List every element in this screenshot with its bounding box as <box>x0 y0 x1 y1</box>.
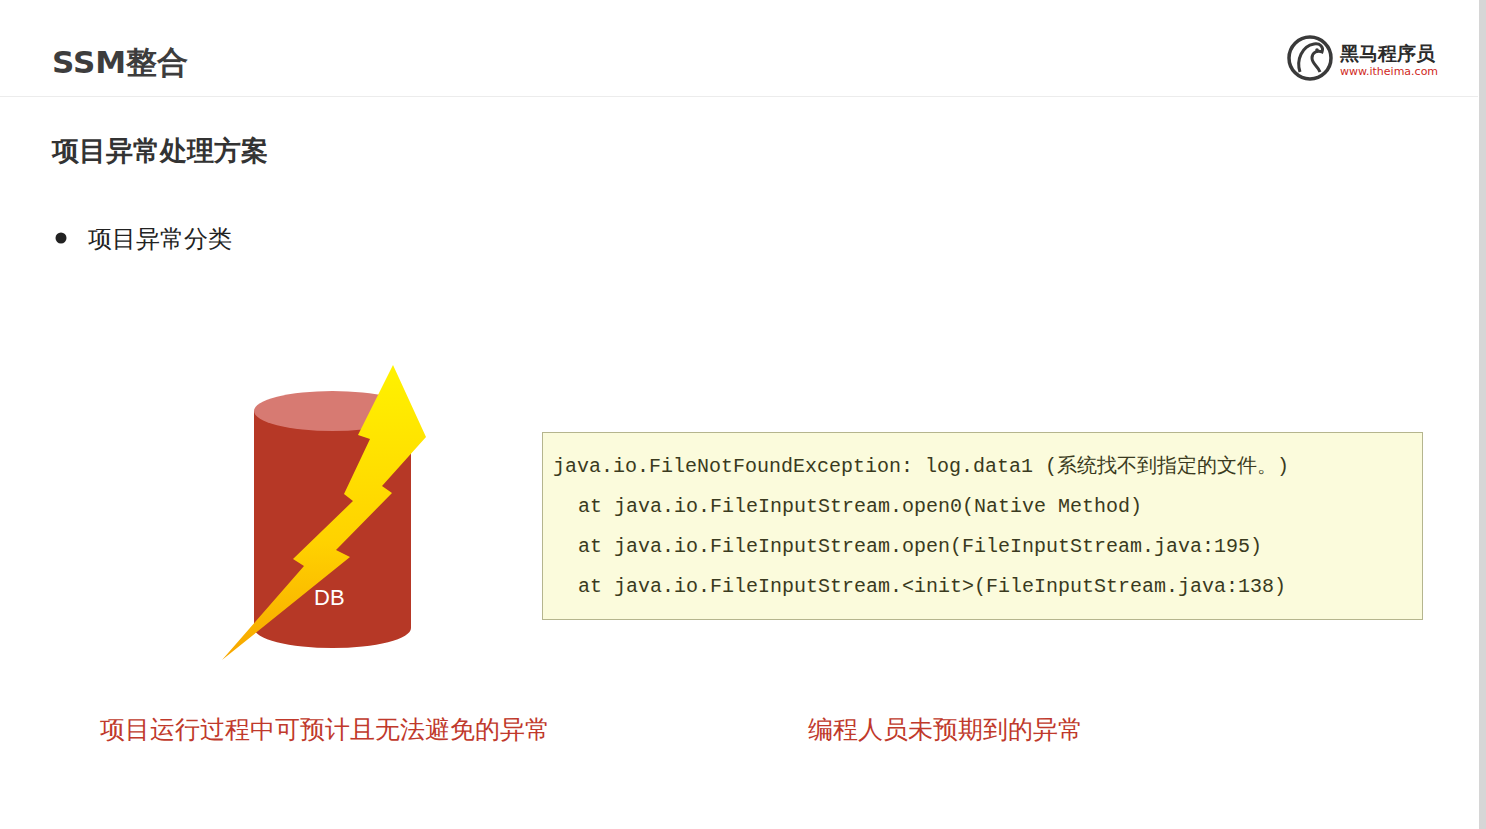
caption-right: 编程人员未预期到的异常 <box>808 713 1083 746</box>
stack-frame: at java.io.FileInputStream.open(FileInpu… <box>553 527 1412 567</box>
exception-message: java.io.FileNotFoundException: log.data1… <box>553 447 1412 487</box>
code-box: java.io.FileNotFoundException: log.data1… <box>542 432 1423 620</box>
cylinder-illustration <box>210 360 440 665</box>
section-heading: 项目异常处理方案 <box>52 133 268 169</box>
db-label: DB <box>314 585 345 611</box>
database-cylinder: DB <box>210 360 440 665</box>
stack-frame: at java.io.FileInputStream.<init>(FileIn… <box>553 567 1412 607</box>
bullet-dot <box>56 233 67 244</box>
caption-left: 项目运行过程中可预计且无法避免的异常 <box>100 713 550 746</box>
slide-title: SSM整合 <box>52 42 188 84</box>
stack-frame: at java.io.FileInputStream.open0(Native … <box>553 487 1412 527</box>
logo-url: www.itheima.com <box>1340 65 1438 78</box>
edge-shadow <box>1479 0 1486 829</box>
bullet-text: 项目异常分类 <box>88 223 232 255</box>
logo-icon <box>1289 37 1331 79</box>
header-rule <box>0 96 1478 97</box>
logo-name: 黑马程序员 <box>1340 41 1435 67</box>
